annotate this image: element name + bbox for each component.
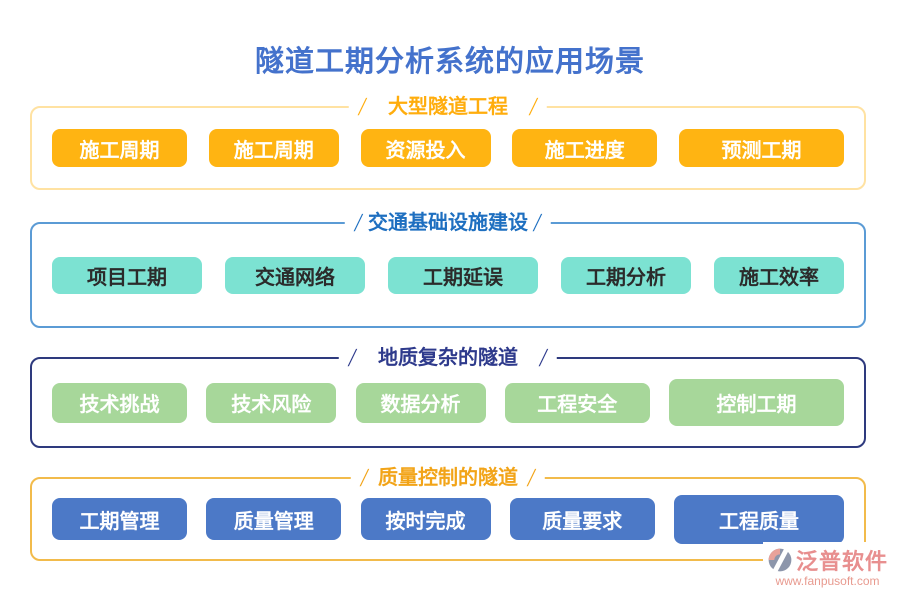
tag-button[interactable]: 施工周期 [52, 129, 187, 167]
tag-button[interactable]: 项目工期 [52, 256, 202, 294]
tag-button[interactable]: 工期管理 [52, 498, 187, 540]
section-title: / 大型隧道工程 / [348, 92, 548, 121]
brand-name: 泛普软件 [795, 549, 888, 574]
tag-row: 项目工期 交通网络 工期延误 工期分析 施工效率 [52, 224, 844, 326]
tag-row: 技术挑战 技术风险 数据分析 工程安全 控制工期 [52, 359, 844, 446]
tag-button[interactable]: 工期分析 [561, 256, 691, 294]
tag-button[interactable]: 资源投入 [360, 129, 491, 167]
section-transport-infrastructure: / 交通基础设施建设 / 项目工期 交通网络 工期延误 工期分析 施工效率 [30, 208, 866, 328]
section-title: / 交通基础设施建设 / [344, 208, 552, 237]
tag-row: 施工周期 施工周期 资源投入 施工进度 预测工期 [52, 108, 844, 188]
tag-button[interactable]: 工程质量 [674, 494, 844, 544]
section-title: / 质量控制的隧道 / [350, 463, 546, 492]
tag-button[interactable]: 质量管理 [206, 498, 342, 540]
tag-button[interactable]: 质量要求 [509, 498, 655, 540]
section-title: / 地质复杂的隧道 / [338, 343, 558, 372]
tag-button[interactable]: 数据分析 [355, 382, 486, 423]
brand-website: www.fanpusoft.com [775, 574, 880, 588]
tag-button[interactable]: 按时完成 [360, 498, 491, 540]
section-complex-geology: / 地质复杂的隧道 / 技术挑战 技术风险 数据分析 工程安全 控制工期 [30, 343, 866, 448]
section-quality-control: / 质量控制的隧道 / 工期管理 质量管理 按时完成 质量要求 工程质量 [30, 463, 866, 561]
tag-button[interactable]: 交通网络 [225, 256, 365, 294]
section-title-label: 质量控制的隧道 [378, 467, 518, 489]
section-title-label: 大型隧道工程 [388, 96, 508, 118]
tag-button[interactable]: 施工进度 [512, 129, 658, 167]
section-title-label: 地质复杂的隧道 [378, 347, 518, 369]
tag-button[interactable]: 工期延误 [388, 256, 538, 294]
tag-row: 工期管理 质量管理 按时完成 质量要求 工程质量 [52, 479, 844, 559]
section-title-label: 交通基础设施建设 [368, 212, 528, 234]
tag-button[interactable]: 施工周期 [208, 129, 339, 167]
tag-button[interactable]: 技术风险 [206, 382, 337, 423]
page-title: 隧道工期分析系统的应用场景 [254, 46, 645, 78]
tag-button[interactable]: 工程安全 [504, 382, 650, 423]
tag-button[interactable]: 控制工期 [669, 379, 844, 426]
tag-button[interactable]: 预测工期 [679, 129, 844, 167]
tag-button[interactable]: 技术挑战 [52, 382, 187, 423]
brand-logo[interactable]: 泛普软件 www.fanpusoft.com [762, 542, 892, 590]
brand-logo-top: 泛普软件 [767, 544, 888, 576]
brand-logo-icon [767, 547, 793, 573]
tag-button[interactable]: 施工效率 [714, 256, 844, 294]
section-large-tunnel: / 大型隧道工程 / 施工周期 施工周期 资源投入 施工进度 预测工期 [30, 92, 866, 190]
